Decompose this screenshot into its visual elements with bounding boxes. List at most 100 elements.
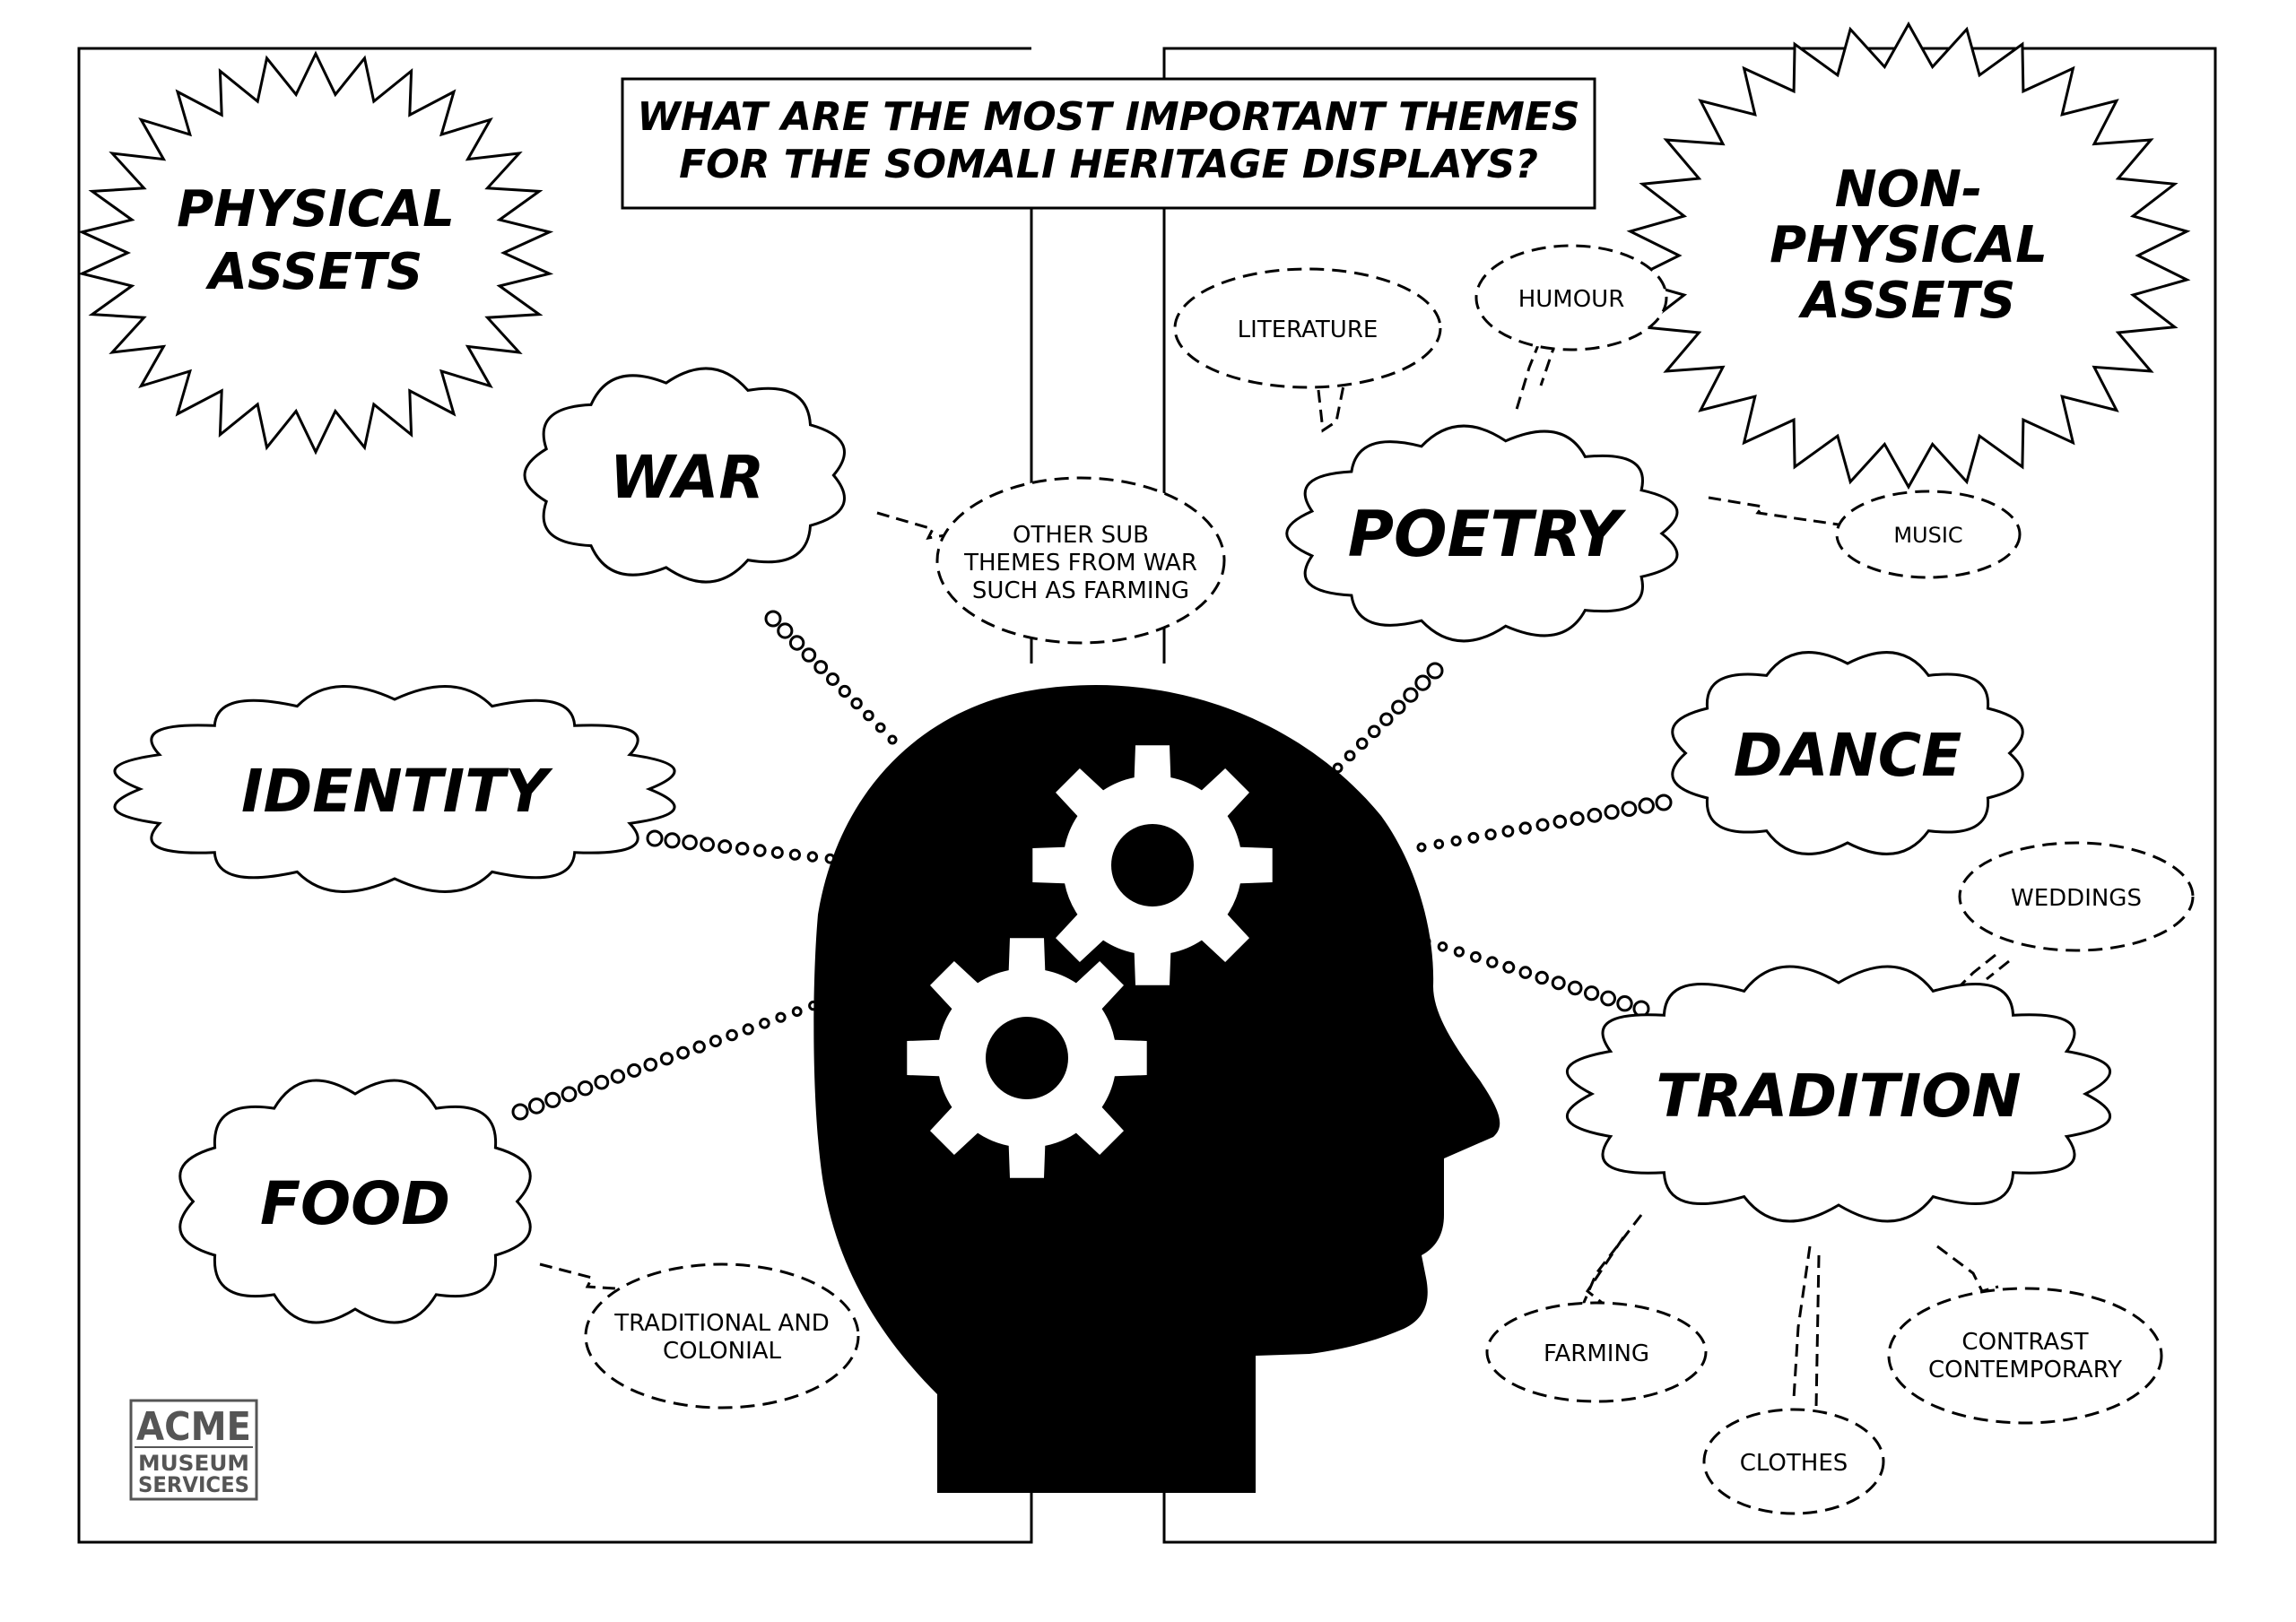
connector-dot — [1332, 762, 1344, 774]
theme-poetry-label: POETRY — [1348, 498, 1627, 571]
humour-label: HUMOUR — [1518, 286, 1625, 313]
connector-dot — [770, 846, 784, 859]
connector-dot — [527, 1097, 545, 1115]
connector-dot — [1484, 828, 1497, 841]
connector-dot — [692, 1040, 706, 1054]
connector-dot — [1355, 737, 1369, 750]
connector-food-sub — [539, 1262, 629, 1291]
theme-cloud-identity: IDENTITY — [113, 685, 676, 893]
connector-dot — [1551, 976, 1566, 991]
sub-theme-clothes: CLOTHES — [1702, 1408, 1885, 1515]
contrast-line-1: CONTRAST — [1961, 1329, 2088, 1356]
theme-identity-label: IDENTITY — [241, 757, 553, 826]
connector-dot — [1433, 838, 1445, 850]
connector-dot — [1344, 750, 1356, 762]
connector-dot — [806, 851, 819, 863]
war-other-line-1: OTHER SUB — [1013, 522, 1149, 549]
connector-dot — [838, 684, 851, 698]
connector-dot — [659, 1052, 674, 1066]
connector-dot — [718, 839, 733, 854]
connector-dot — [1638, 797, 1655, 814]
dots-dance — [1416, 794, 1673, 853]
physical-assets-line-2: ASSETS — [205, 243, 423, 301]
connector-dot — [1426, 662, 1444, 680]
connector-dot — [676, 1045, 690, 1060]
title-line-2: FOR THE SOMALI HERITAGE DISPLAYS? — [679, 142, 1538, 187]
connector-dot — [1621, 801, 1638, 817]
connector-tradition-clothes — [1792, 1245, 1821, 1409]
sub-theme-farming: FARMING — [1485, 1301, 1708, 1403]
theme-war-label: WAR — [610, 443, 764, 512]
connector-dot — [775, 1011, 787, 1023]
theme-cloud-dance: DANCE — [1671, 651, 2024, 855]
connector-dot — [1518, 821, 1532, 835]
connector-dot — [1570, 811, 1585, 827]
connector-dot — [544, 1091, 561, 1108]
theme-cloud-war: WAR — [523, 367, 846, 584]
connector-dot — [1616, 995, 1633, 1012]
connector-dot — [1470, 950, 1482, 963]
physical-assets-starburst: PHYSICAL ASSETS — [77, 50, 554, 455]
connector-dot — [1600, 990, 1616, 1007]
war-other-line-2: THEMES FROM WAR — [963, 550, 1197, 577]
food-types-line-1: TRADITIONAL AND — [613, 1310, 830, 1337]
connector-dot — [759, 1018, 770, 1029]
connector-dot — [643, 1057, 658, 1072]
sub-theme-humour: HUMOUR — [1474, 244, 1668, 351]
farming-label: FARMING — [1544, 1340, 1649, 1367]
connector-dot — [791, 1006, 803, 1018]
connector-dot — [1535, 818, 1550, 832]
connector-dot — [1584, 985, 1600, 1002]
head-silhouette — [813, 685, 1500, 1493]
connector-tradition-weddings — [1958, 953, 2010, 988]
connector-dot — [627, 1063, 642, 1078]
dots-tradition — [1421, 936, 1650, 1018]
connector-dot — [1391, 699, 1406, 715]
connector-poetry-music — [1708, 496, 1839, 526]
gear-icon-large — [1032, 745, 1273, 985]
connector-dot — [753, 844, 767, 857]
connector-dot — [813, 660, 829, 674]
theme-cloud-poetry: POETRY — [1285, 424, 1679, 643]
gear-icon-small — [907, 938, 1147, 1178]
connector-dot — [1367, 724, 1381, 739]
connector-dot — [709, 1035, 722, 1048]
connector-dot — [577, 1080, 594, 1097]
dots-food — [511, 994, 835, 1121]
connector-dot — [1467, 831, 1480, 844]
clothes-label: CLOTHES — [1740, 1450, 1848, 1477]
connector-dot — [801, 647, 817, 663]
non-physical-assets-line-2: PHYSICAL — [1770, 216, 2048, 274]
food-types-line-2: COLONIAL — [663, 1338, 782, 1365]
connector-dot — [788, 848, 802, 861]
dots-identity — [646, 829, 853, 866]
connector-dot — [850, 697, 863, 710]
connector-dot — [1535, 970, 1549, 985]
connector-dot — [764, 610, 782, 628]
connector-dot — [511, 1103, 529, 1121]
weddings-label: WEDDINGS — [2011, 885, 2142, 912]
connector-dot — [1587, 807, 1603, 823]
connector-dot — [1655, 794, 1673, 811]
connector-dot — [788, 635, 805, 651]
connector-dot — [726, 1028, 738, 1042]
connector-dot — [1379, 712, 1394, 726]
literature-label: LITERATURE — [1238, 317, 1378, 343]
connector-dot — [1414, 674, 1431, 691]
connector-dot — [826, 672, 839, 686]
logo-line-2: MUSEUM — [138, 1451, 249, 1476]
connector-dot — [561, 1086, 578, 1103]
connector-dot — [1518, 966, 1533, 979]
title-box: WHAT ARE THE MOST IMPORTANT THEMES FOR T… — [621, 77, 1596, 210]
sub-theme-food-types: TRADITIONAL AND COLONIAL — [584, 1262, 860, 1409]
dots-war — [764, 610, 898, 745]
non-physical-assets-line-3: ASSETS — [1798, 272, 2016, 330]
connector-dot — [1552, 814, 1568, 829]
connector-tradition-farming — [1581, 1214, 1643, 1311]
logo-line-1: ACME — [136, 1404, 251, 1450]
non-physical-assets-line-1: NON- — [1835, 160, 1983, 219]
connector-dot — [735, 841, 750, 856]
connector-dot — [1486, 956, 1499, 968]
sub-theme-music: MUSIC — [1835, 490, 2022, 579]
